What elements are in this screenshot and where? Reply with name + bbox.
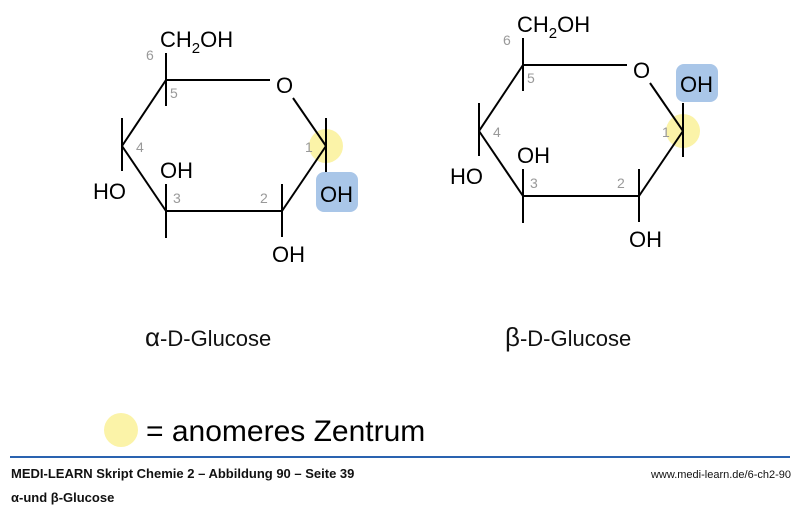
anomeric-oh-highlight [676, 64, 718, 102]
c4-ho: HO [450, 164, 483, 189]
carbon-number: 2 [260, 190, 268, 206]
carbon-number: 6 [146, 47, 154, 63]
c3-oh: OH [160, 158, 193, 183]
carbon-number: 5 [527, 70, 535, 86]
beta-caption: β-D-Glucose [505, 322, 631, 352]
beta-d-glucose-structure: CH2OH O OH OH OH HO 1 2 3 4 5 6 [450, 12, 718, 252]
anomeric-oh: OH [680, 72, 713, 97]
carbon-number: 2 [617, 175, 625, 191]
anomeric-oh: OH [320, 182, 353, 207]
alpha-caption: α-D-Glucose [145, 322, 271, 352]
footer-url: www.medi-learn.de/6-ch2-90 [650, 469, 791, 481]
ring-oxygen: O [633, 58, 650, 83]
c2-oh: OH [272, 242, 305, 267]
carbon-number: 4 [493, 124, 501, 140]
c4-ho: HO [93, 179, 126, 204]
ring-bonds [478, 38, 684, 223]
legend-anomeric-marker [104, 413, 138, 447]
carbon-number: 1 [662, 124, 670, 140]
carbon-number: 3 [173, 190, 181, 206]
legend-text: = anomeres Zentrum [146, 415, 425, 448]
footer-title: α-und β-Glucose [11, 490, 115, 505]
ch2oh-label: CH2OH [160, 27, 233, 57]
c3-oh: OH [517, 143, 550, 168]
footer-source: MEDI-LEARN Skript Chemie 2 – Abbildung 9… [11, 466, 355, 481]
anomeric-oh-highlight [316, 172, 358, 212]
carbon-number: 1 [305, 139, 313, 155]
c2-oh: OH [629, 227, 662, 252]
carbon-number: 5 [170, 85, 178, 101]
ch2oh-label: CH2OH [517, 12, 590, 42]
carbon-number: 6 [503, 32, 511, 48]
footer-rule [10, 456, 790, 458]
alpha-d-glucose-structure: CH2OH O OH OH OH HO 1 2 3 4 5 6 [93, 27, 358, 267]
ring-bonds [121, 53, 327, 238]
carbon-number: 4 [136, 139, 144, 155]
ring-oxygen: O [276, 73, 293, 98]
carbon-number: 3 [530, 175, 538, 191]
